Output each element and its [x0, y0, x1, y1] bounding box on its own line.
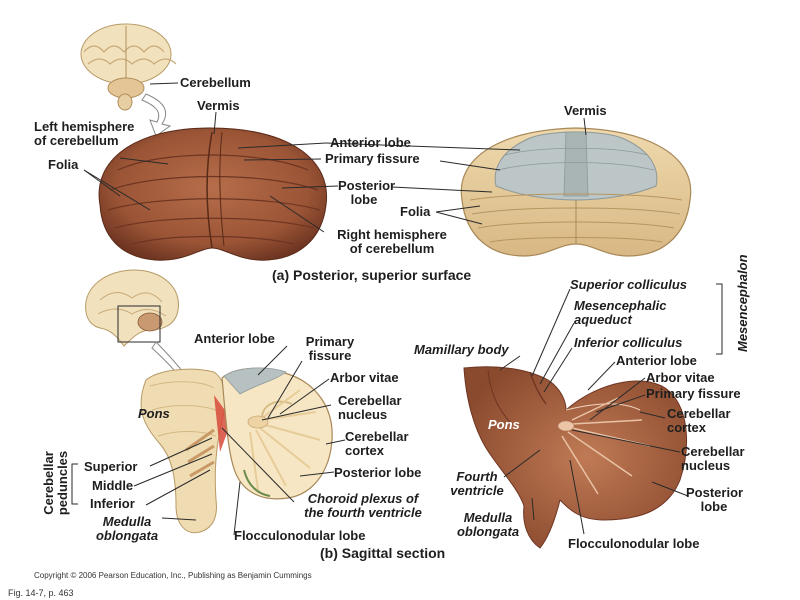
label-fourth-ventricle: Fourth ventricle [450, 469, 504, 498]
label-folia-left: Folia [48, 157, 79, 172]
label-cerebellar-peduncles: Cerebellar peduncles [41, 450, 70, 516]
label-cerebellum: Cerebellum [180, 75, 251, 90]
label-choroid-plexus: Choroid plexus of the fourth ventricle [304, 491, 422, 520]
sagittal-photo [463, 366, 688, 549]
label-right-hemisphere: Right hemisphere of cerebellum [337, 227, 447, 256]
label-arbor-vitae-b: Arbor vitae [330, 370, 399, 385]
label-mesencephalon: Mesencephalon [735, 254, 750, 352]
label-medulla-oblongata-c: Medulla oblongata [456, 510, 520, 539]
label-peduncle-inferior: Inferior [90, 496, 135, 511]
label-vermis-left: Vermis [197, 98, 240, 113]
label-peduncle-superior: Superior [84, 459, 138, 474]
cerebellum-drawing-superior [460, 127, 692, 257]
label-anterior-lobe-a: Anterior lobe [330, 135, 411, 150]
label-inferior-colliculus: Inferior colliculus [574, 335, 683, 350]
label-cerebellar-nucleus-b: Cerebellar nucleus [338, 393, 402, 422]
label-anterior-lobe-b: Anterior lobe [194, 331, 275, 346]
label-anterior-lobe-c: Anterior lobe [616, 353, 697, 368]
label-primary-fissure-b: Primary fissure [305, 334, 355, 363]
label-peduncle-middle: Middle [92, 478, 134, 493]
label-cerebellar-cortex-b: Cerebellar cortex [345, 429, 409, 458]
label-superior-colliculus: Superior colliculus [570, 277, 688, 292]
cerebellum-photo-superior [98, 127, 328, 261]
brain-icon-top [80, 23, 177, 137]
copyright-text: Copyright © 2006 Pearson Education, Inc.… [34, 571, 312, 580]
figure-reference: Fig. 14-7, p. 463 [8, 588, 74, 598]
label-cerebellar-nucleus-c: Cerebellar nucleus [681, 444, 745, 473]
label-posterior-lobe-b: Posterior lobe [334, 465, 422, 480]
label-left-hemisphere: Left hemisphere of cerebellum [34, 119, 135, 148]
label-posterior-lobe-a: Posterior lobe [338, 178, 396, 207]
label-arbor-vitae-c: Arbor vitae [646, 370, 715, 385]
label-flocculonodular-lobe-b: Flocculonodular lobe [234, 528, 366, 543]
label-posterior-lobe-c: Posterior lobe [686, 485, 744, 514]
label-mamillary-body: Mamillary body [414, 342, 509, 357]
label-folia-right: Folia [400, 204, 431, 219]
label-medulla-oblongata-b: Medulla oblongata [95, 514, 159, 543]
label-mesencephalic-aqueduct: Mesencephalic aqueduct [574, 298, 667, 327]
label-primary-fissure-a: Primary fissure [325, 151, 420, 166]
label-pons-c: Pons [488, 417, 520, 432]
leader-lines [71, 82, 723, 536]
label-vermis-right: Vermis [564, 103, 607, 118]
caption-panel-a: (a) Posterior, superior surface [272, 267, 472, 283]
label-cerebellar-cortex-c: Cerebellar cortex [667, 406, 731, 435]
label-pons-b: Pons [138, 406, 170, 421]
label-primary-fissure-c: Primary fissure [646, 386, 741, 401]
caption-panel-b: (b) Sagittal section [320, 545, 446, 561]
label-flocculonodular-lobe-c: Flocculonodular lobe [568, 536, 700, 551]
